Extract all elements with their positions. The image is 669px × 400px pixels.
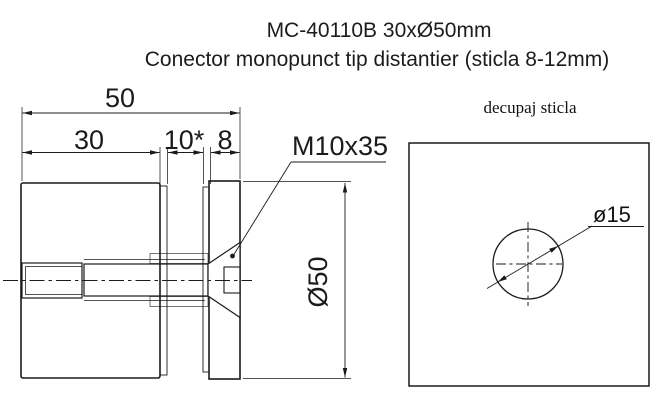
bolt-thread-bottom [149, 296, 209, 307]
dimension-cap: 8 [211, 125, 240, 155]
dimension-glass-gap: 10* [164, 125, 205, 155]
dimension-overall: 50 [22, 83, 240, 116]
dim-overall-text: 50 [105, 83, 135, 113]
glass-panel [408, 142, 650, 387]
bolt-head [207, 241, 241, 319]
bolt-hex-socket [223, 266, 241, 294]
dim-diameter-text: Ø50 [303, 256, 333, 307]
dim-body-text: 30 [74, 125, 104, 155]
dim-glass-gap-text: 10* [164, 125, 205, 155]
bolt-callout: M10x35 [230, 131, 388, 259]
page-subtitle: Conector monopunct tip distantier (sticl… [145, 48, 610, 71]
dimension-diameter: Ø50 [303, 183, 348, 378]
section-view: 50 30 10* 8 Ø50 [3, 83, 388, 380]
bolt-shaft [83, 263, 209, 297]
bolt-thread-top [149, 253, 209, 264]
bolt-label-text: M10x35 [292, 131, 388, 161]
leader-dot [230, 253, 235, 259]
hole-diameter-callout: ø15 [486, 202, 644, 289]
extension-lines [21, 107, 351, 379]
dimension-body: 30 [22, 125, 160, 155]
glass-cutout-caption: decupaj sticla [484, 98, 577, 117]
hole-diameter-text: ø15 [593, 202, 631, 227]
body-hole-thread [25, 266, 83, 295]
dim-cap-text: 8 [217, 125, 232, 155]
glass-cutout-view: decupaj sticla ø15 [408, 98, 650, 387]
page-title: MC-40110B 30xØ50mm [267, 19, 492, 42]
